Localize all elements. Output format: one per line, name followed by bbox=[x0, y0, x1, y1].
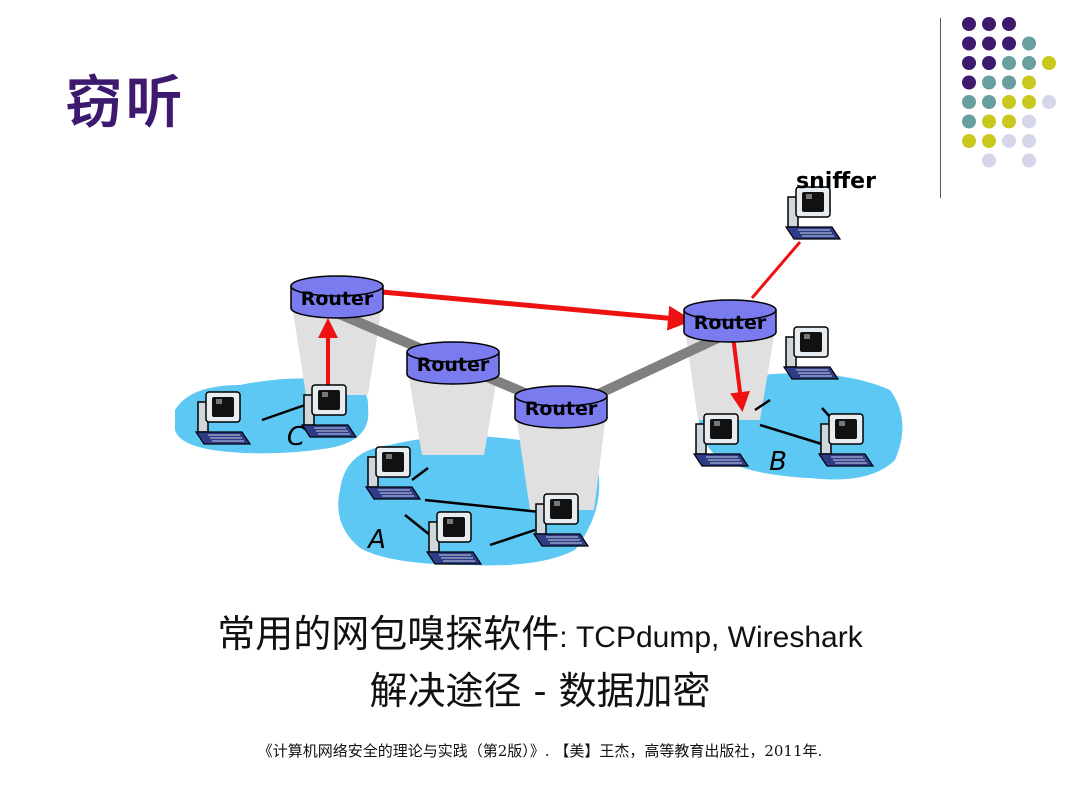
decorative-dot bbox=[962, 114, 976, 129]
decorative-dot bbox=[962, 95, 976, 109]
decorative-dot bbox=[1002, 36, 1016, 51]
decorative-dot bbox=[1022, 56, 1036, 70]
decorative-dot bbox=[962, 36, 976, 51]
solution-line: 解决途径 - 数据加密 bbox=[369, 669, 711, 713]
decorative-dot bbox=[962, 75, 976, 90]
router-label: Router bbox=[301, 288, 374, 310]
decorative-dot bbox=[1002, 134, 1016, 148]
decorative-dot-grid bbox=[962, 17, 1056, 168]
decorative-dot bbox=[1042, 56, 1056, 70]
sniffer-label: sniffer bbox=[796, 169, 876, 194]
tools-line: 常用的网包嗅探软件: TCPdump, Wireshark bbox=[0, 603, 1080, 658]
network-b-label: B bbox=[769, 447, 787, 477]
title-divider bbox=[940, 18, 941, 198]
network-diagram: Router Router Router Router sniffer C A … bbox=[175, 169, 903, 566]
router-3: Router bbox=[406, 341, 500, 385]
decorative-dot bbox=[982, 95, 996, 109]
decorative-dot bbox=[982, 134, 996, 148]
decorative-dot bbox=[962, 134, 976, 148]
decorative-dot bbox=[1022, 114, 1036, 129]
traffic-arrow-r1-r2 bbox=[381, 289, 693, 331]
decorative-dot bbox=[982, 56, 996, 70]
decorative-dot bbox=[1002, 56, 1016, 70]
decorative-dot bbox=[1002, 75, 1016, 90]
decorative-dot bbox=[982, 153, 996, 168]
network-c-label: C bbox=[287, 422, 306, 452]
router-label: Router bbox=[525, 398, 598, 420]
decorative-dot bbox=[1022, 134, 1036, 148]
router-1: Router bbox=[290, 275, 384, 319]
tools-line-names: : TCPdump, Wireshark bbox=[559, 621, 863, 654]
decorative-dot bbox=[982, 17, 996, 31]
decorative-dot bbox=[982, 75, 996, 90]
network-a-label: A bbox=[366, 525, 386, 555]
tools-line-chinese: 常用的网包嗅探软件 bbox=[217, 612, 560, 656]
decorative-dot bbox=[1022, 36, 1036, 51]
host-sniffer bbox=[785, 186, 841, 240]
decorative-dot bbox=[1002, 95, 1016, 109]
router-label: Router bbox=[417, 354, 490, 376]
router-4: Router bbox=[514, 385, 608, 429]
decorative-dot bbox=[1002, 17, 1016, 31]
decorative-dot bbox=[1022, 75, 1036, 90]
slide-title: 窃听 bbox=[66, 70, 186, 136]
decorative-dot bbox=[962, 17, 976, 31]
sniffer-tap-link bbox=[750, 241, 802, 299]
host-b2 bbox=[783, 326, 839, 380]
decorative-dot bbox=[1002, 114, 1016, 129]
traffic-arrow-r2-b bbox=[730, 335, 750, 412]
decorative-dot bbox=[982, 114, 996, 129]
decorative-dot bbox=[1022, 95, 1036, 109]
decorative-dot bbox=[962, 56, 976, 70]
decorative-dot bbox=[982, 36, 996, 51]
router-label: Router bbox=[694, 312, 767, 334]
router-2: Router bbox=[683, 299, 777, 343]
decorative-dot bbox=[1022, 153, 1036, 168]
decorative-dot bbox=[1042, 95, 1056, 109]
citation: 《计算机网络安全的理论与实践（第2版）》. 【美】王杰，高等教育出版社，2011… bbox=[257, 742, 823, 760]
